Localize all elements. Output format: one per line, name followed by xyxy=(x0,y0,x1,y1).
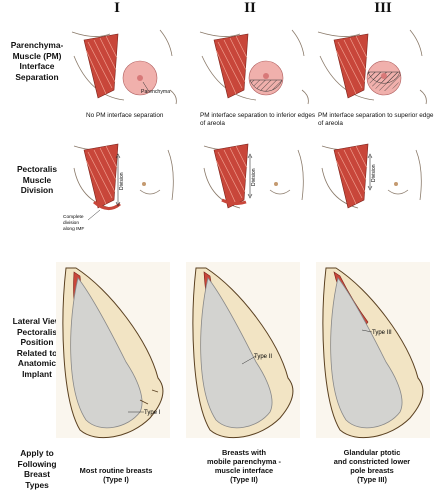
caption-inferior-separation: PM interface separation to inferior edge… xyxy=(200,112,318,128)
arrow-heads xyxy=(115,153,121,207)
breast-type-line: Breasts with xyxy=(222,448,266,457)
body-outline xyxy=(71,29,177,105)
row-label-line: Muscle xyxy=(22,174,52,185)
caption-no-separation: No PM interface separation xyxy=(86,112,206,120)
breast-type-1: Most routine breasts (Type I) xyxy=(56,466,176,484)
breast-type-line: Most routine breasts xyxy=(79,466,153,475)
breast-type-2: Breasts with mobile parenchyma - muscle … xyxy=(184,448,304,484)
complete-division-label-1: Complete xyxy=(63,214,84,220)
lateral-panel-3: Type III xyxy=(316,262,430,439)
caption-line: PM interface separation to superior edge xyxy=(318,112,434,119)
type1-label: Type I xyxy=(144,410,161,416)
nipple xyxy=(274,182,278,186)
nipple xyxy=(142,182,146,186)
parenchyma-label: Parenchyma xyxy=(141,89,170,95)
type2-label: Type II xyxy=(254,354,272,360)
interface-panel-1: Parenchyma xyxy=(71,29,177,105)
row-label-line: Related to xyxy=(16,347,58,358)
division-panel-3: Division xyxy=(321,143,422,209)
body-outline xyxy=(317,29,427,105)
complete-division-label-3: along IMF xyxy=(63,226,84,232)
leader-line xyxy=(87,209,101,221)
row-label-line: Lateral View xyxy=(12,316,62,326)
interface-panel-2 xyxy=(199,29,309,105)
body-outline xyxy=(199,29,309,105)
nipple xyxy=(381,73,387,79)
division-panel-1: Division Complete division along IMF xyxy=(63,143,174,232)
pectoralis-muscle xyxy=(83,143,119,209)
separation-zone xyxy=(249,79,283,92)
row-label-line: Division xyxy=(20,185,54,195)
row-label-line: Interface xyxy=(19,61,55,71)
column-header-3: III xyxy=(374,0,392,16)
row-label-line: Anatomic xyxy=(17,358,57,368)
arrow-heads xyxy=(247,153,253,199)
anatomic-implant xyxy=(70,277,143,429)
separation-zone-upper xyxy=(367,72,401,91)
complete-division-label-2: division xyxy=(63,220,79,226)
breast-type-line: (Type I) xyxy=(103,475,129,484)
arrow-heads xyxy=(367,153,373,191)
breast-type-line: pole breasts xyxy=(350,466,394,475)
leader-line xyxy=(361,329,373,333)
muscle-division-edge xyxy=(221,198,247,206)
lateral-panel-1: Type I xyxy=(56,262,170,439)
caption-line: PM interface separation to inferior edge… xyxy=(200,112,316,119)
breast-type-line: and constricted lower xyxy=(333,457,411,466)
column-header-1: I xyxy=(114,0,120,16)
anatomic-implant xyxy=(200,277,273,429)
row-label-line: Pectoralis xyxy=(16,326,58,337)
nipple-tissue xyxy=(139,389,159,405)
row-label-line: Types xyxy=(25,479,49,490)
leader-line xyxy=(241,355,257,365)
row-label-apply: Apply to Following Breast Types xyxy=(2,448,72,490)
row-label-interface: Parenchyma- Muscle (PM) Interface Separa… xyxy=(2,40,72,82)
breast-type-3: Glandular ptotic and constricted lower p… xyxy=(312,448,432,484)
row-label-line: Implant xyxy=(22,368,52,379)
division-label: Division xyxy=(119,172,125,190)
pectoralis-muscle xyxy=(83,33,119,99)
row-label-line: Breast xyxy=(23,469,51,479)
leader-line xyxy=(142,81,149,91)
caption-line: No PM interface separation xyxy=(86,112,164,119)
nipple xyxy=(394,182,398,186)
row-label-line: Following xyxy=(17,458,57,469)
pectoralis-muscle xyxy=(213,33,249,99)
pectoralis-muscle xyxy=(213,143,249,209)
nipple xyxy=(263,73,269,79)
row-label-line: Separation xyxy=(15,71,59,82)
breast-type-line: (Type II) xyxy=(230,475,258,484)
caption-superior-separation: PM interface separation to superior edge… xyxy=(318,112,434,128)
row-label-line: Parenchyma- xyxy=(10,40,64,50)
row-label-division: Pectoralis Muscle Division xyxy=(2,164,72,196)
division-panel-2: Division xyxy=(203,143,304,209)
division-label: Division xyxy=(251,168,257,186)
lateral-panel-2: Type II xyxy=(186,262,300,439)
row-label-line: Muscle (PM) xyxy=(12,50,62,61)
caption-line: of areola xyxy=(318,120,343,127)
division-label: Division xyxy=(371,164,377,182)
anatomic-implant xyxy=(330,277,403,429)
nipple xyxy=(137,75,143,81)
pectoralis-muscle xyxy=(333,33,369,99)
caption-line: of areola xyxy=(200,120,225,127)
interface-panel-3 xyxy=(317,29,427,105)
row-label-lateral: Lateral View Pectoralis Position Related… xyxy=(2,316,72,379)
type3-label: Type III xyxy=(372,330,392,336)
breast-type-line: Glandular ptotic xyxy=(343,448,401,457)
breast-type-line: mobile parenchyma - xyxy=(207,457,281,466)
row-label-line: Apply to xyxy=(20,448,54,458)
row-label-line: Pectoralis xyxy=(16,164,58,174)
row-label-line: Position xyxy=(20,337,54,347)
column-header-2: II xyxy=(244,0,256,16)
breast-type-line: (Type III) xyxy=(357,475,387,484)
breast-type-line: muscle interface xyxy=(214,466,274,475)
